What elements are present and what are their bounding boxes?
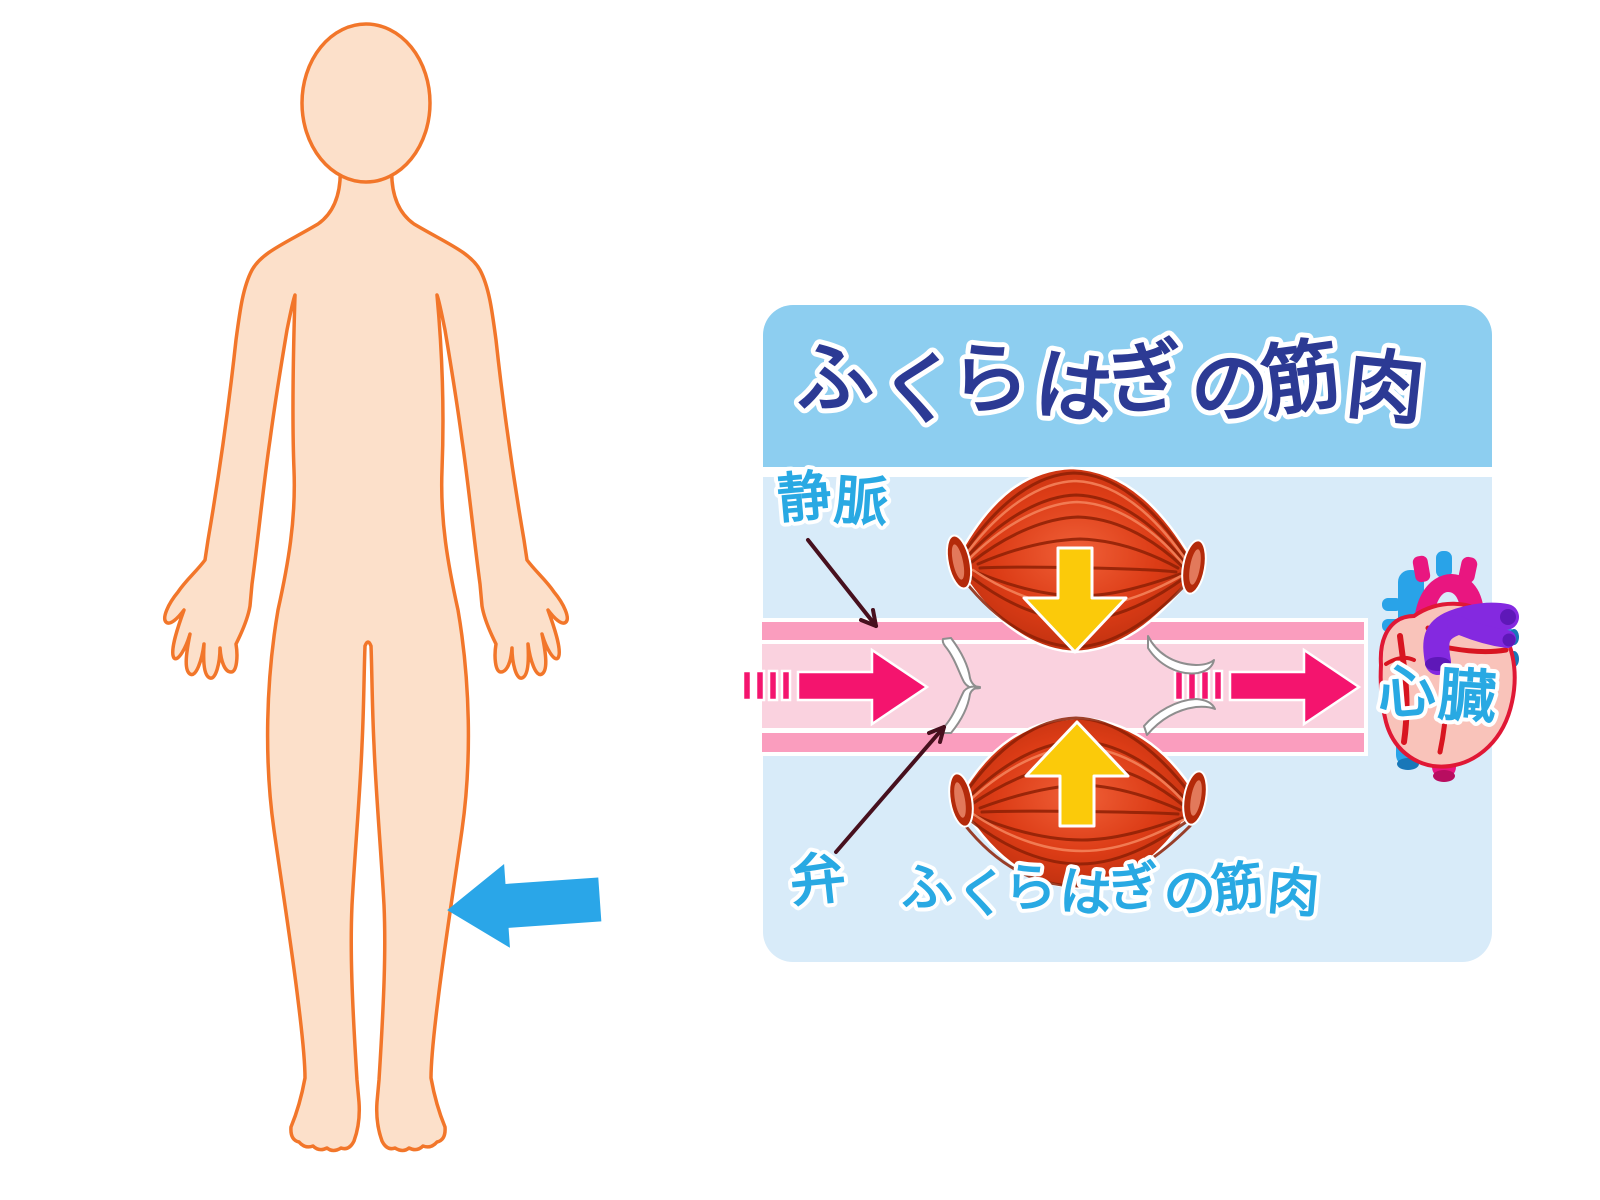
flow-arrow-shape <box>796 647 930 727</box>
valve-flap-bottom <box>1143 698 1216 736</box>
squeeze-arrow-down <box>1022 546 1128 654</box>
panel-header <box>763 305 1492 467</box>
annotation-arrows <box>806 538 946 854</box>
aorta-stubs <box>1412 551 1478 584</box>
vessel-cap <box>1433 770 1455 782</box>
heart-illustration <box>1378 551 1519 782</box>
flow-dash <box>780 669 792 702</box>
panel-title: ふくらはぎの筋肉 <box>787 328 1429 439</box>
muscle-tendon-caps <box>948 770 1208 828</box>
valve-flap-top <box>1147 635 1215 675</box>
body-silhouette <box>163 22 569 1153</box>
blood-flow-arrow-left <box>741 647 930 727</box>
flow-dash <box>1212 669 1224 702</box>
flow-arrow-shape <box>1228 647 1362 727</box>
flow-dash <box>741 669 753 702</box>
vein-annotation-arrowhead <box>859 608 878 628</box>
squeeze-arrow-up <box>1024 720 1130 828</box>
valve-label: 弁 <box>787 845 849 915</box>
flow-dash <box>767 669 779 702</box>
valve-annotation-arrow <box>834 725 946 854</box>
calf-pointer-arrow <box>447 864 602 948</box>
valve-open <box>1143 635 1216 736</box>
muscle-tendon-caps <box>945 534 1207 595</box>
flow-dash <box>1199 669 1211 702</box>
flow-dash <box>1186 669 1198 702</box>
flow-dash <box>1173 669 1185 702</box>
flow-dash <box>754 669 766 702</box>
head <box>300 22 432 184</box>
valve-annotation-arrowhead <box>927 725 946 744</box>
vein-annotation-arrow <box>806 538 878 628</box>
body-outline <box>163 161 569 1153</box>
muscle-fibers <box>960 471 1192 649</box>
calf-muscle-label: ふくらはぎの筋肉 <box>896 855 1322 926</box>
pulmonary-caps <box>1425 609 1516 671</box>
